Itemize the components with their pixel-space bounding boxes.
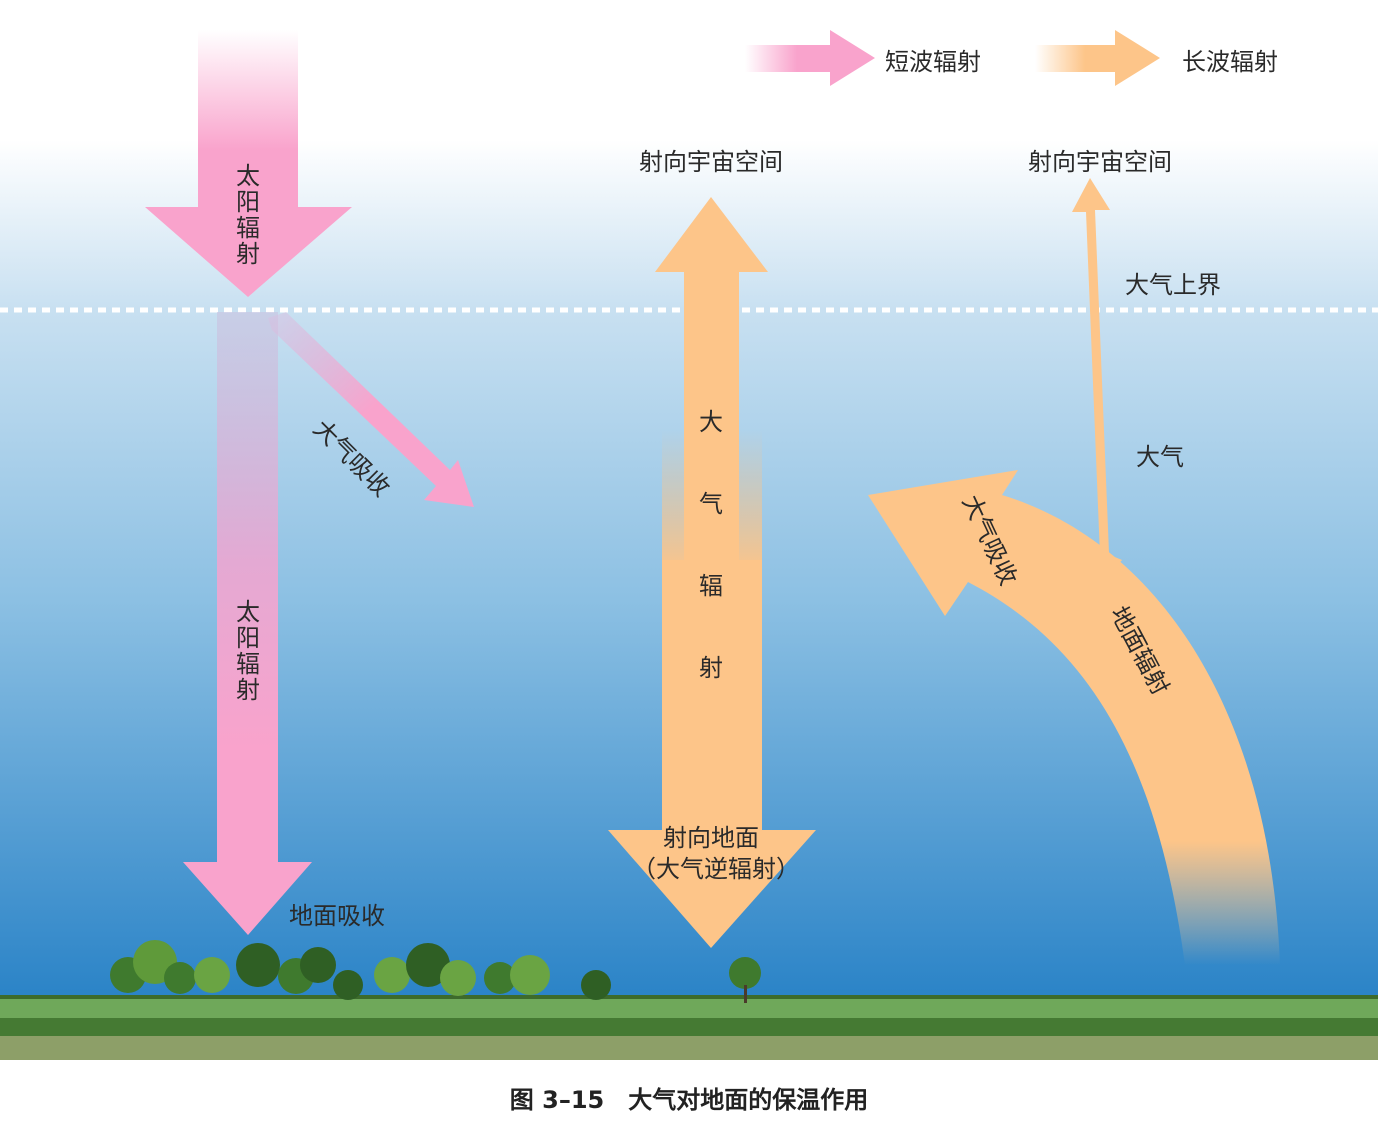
figure-caption: 图 3–15 大气对地面的保温作用 [510,1086,868,1114]
escape-to-space-arrow [1072,178,1110,555]
ground [0,995,1378,1060]
atmosphere-absorb-arrow [268,312,474,507]
solar-bottom-char: 辐 [236,650,260,678]
solar-bottom-char: 阳 [236,624,260,652]
legend-shortwave-label: 短波辐射 [885,48,981,76]
to-ground-label: 射向地面 [663,824,759,852]
atm-radiation-char: 辐 [699,572,723,600]
counter-radiation-label: （大气逆辐射） [632,855,800,883]
ground-radiation-curved-arrow [868,470,1280,965]
solar-bottom-char: 射 [236,676,260,704]
legend: 短波辐射 长波辐射 [745,30,1278,86]
atm-radiation-char: 射 [699,654,723,682]
legend-longwave-arrow [1035,30,1160,86]
atmospheric-radiation-up-arrow [655,197,768,560]
to-space-label-1: 射向宇宙空间 [639,148,783,176]
atm-radiation-char: 气 [699,490,723,518]
ground-absorb-label: 地面吸收 [289,902,385,930]
solar-top-char: 射 [236,240,260,268]
solar-top-char: 阳 [236,188,260,216]
legend-shortwave-arrow [745,30,875,86]
trees [110,940,761,1003]
solar-top-char: 太 [236,162,260,190]
to-space-label-2: 射向宇宙空间 [1028,148,1172,176]
legend-longwave-label: 长波辐射 [1182,48,1278,76]
solar-radiation-arrow-down [183,312,312,935]
atm-radiation-char: 大 [699,408,723,436]
upper-boundary-label: 大气上界 [1125,271,1221,299]
solar-radiation-arrow-top [145,30,352,297]
solar-top-char: 辐 [236,214,260,242]
solar-bottom-char: 太 [236,598,260,626]
atmosphere-label: 大气 [1136,443,1184,471]
counter-radiation-down-arrow [608,830,816,948]
